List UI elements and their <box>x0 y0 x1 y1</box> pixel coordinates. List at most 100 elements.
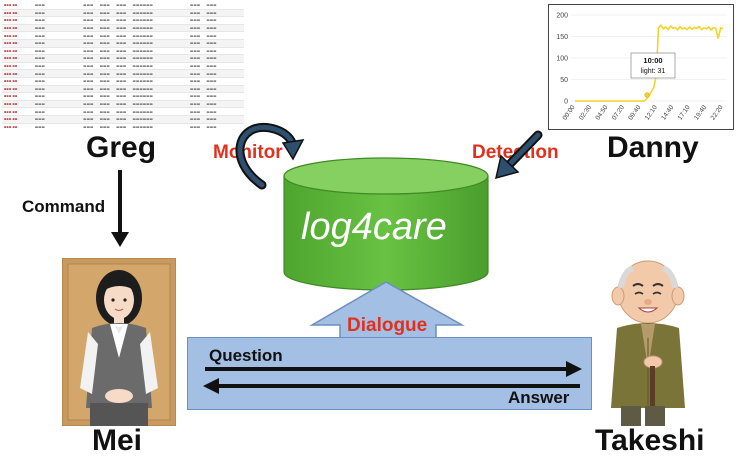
log-cell: ▬▬▬ <box>99 26 110 31</box>
tooltip-value: light: 31 <box>641 68 666 75</box>
log-cell: ▪▪▪ ▪▪ <box>4 86 18 91</box>
log-cell: ▬▬▬ <box>83 3 94 8</box>
log-cell: ▬▬▬▬▬▬ <box>132 64 153 69</box>
log-cell: ▪▪▪ ▪▪ <box>4 124 18 129</box>
log-cell: ▬▬▬ <box>116 102 127 107</box>
log-cell: ▬▬▬▬▬▬ <box>132 117 153 122</box>
log-cell: ▬▬▬▬▬▬ <box>132 109 153 114</box>
log-cell: ▬▬▬ <box>83 41 94 46</box>
log-cell: ▬▬▬ <box>189 33 201 38</box>
log-cell: ▬▬▬ <box>34 3 45 8</box>
log-row: ▪▪▪ ▪▪▬▬▬▬▬▬▬▬▬▬▬▬▬▬▬▬▬▬▬▬▬▬▬▬ <box>2 70 244 78</box>
log-cell: ▬▬▬ <box>189 18 201 23</box>
log-cell: ▬▬▬ <box>34 56 45 61</box>
log-cell: ▬▬▬ <box>116 41 127 46</box>
command-arrow <box>111 170 129 247</box>
mei-avatar <box>62 258 176 426</box>
log-cell: ▬▬▬ <box>83 86 94 91</box>
log-cell: ▬▬▬ <box>206 71 217 76</box>
log-cell: ▬▬▬▬▬▬ <box>132 79 153 84</box>
log-cell: ▬▬▬ <box>206 18 217 23</box>
log-cell: ▬▬▬ <box>206 79 217 84</box>
log-row: ▪▪▪ ▪▪▬▬▬▬▬▬▬▬▬▬▬▬▬▬▬▬▬▬▬▬▬▬▬▬ <box>2 124 244 131</box>
log-cell: ▪▪▪ ▪▪ <box>4 109 18 114</box>
log-cell: ▬▬▬ <box>116 56 127 61</box>
log-cell: ▬▬▬ <box>99 3 110 8</box>
log-cell: ▬▬▬ <box>206 94 217 99</box>
chart-tooltip: 10:00 light: 31 <box>630 52 676 98</box>
log-cell: ▪▪▪ ▪▪ <box>4 117 18 122</box>
log-cell: ▬▬▬ <box>206 56 217 61</box>
log-row: ▪▪▪ ▪▪▬▬▬▬▬▬▬▬▬▬▬▬▬▬▬▬▬▬▬▬▬▬▬▬ <box>2 24 244 33</box>
log-cell: ▪▪▪ ▪▪ <box>4 102 18 107</box>
log-cell: ▪▪▪ ▪▪ <box>4 64 18 69</box>
dialogue-label: Dialogue <box>347 315 428 336</box>
log-row: ▪▪▪ ▪▪▬▬▬▬▬▬▬▬▬▬▬▬▬▬▬▬▬▬▬▬▬▬▬▬ <box>2 9 244 18</box>
log-cell: ▬▬▬ <box>99 56 110 61</box>
log-cell: ▬▬▬▬▬▬ <box>132 71 153 76</box>
log-cell: ▬▬▬ <box>34 79 45 84</box>
log-cell: ▬▬▬ <box>189 41 201 46</box>
log-cell: ▬▬▬ <box>206 26 217 31</box>
log-cell: ▬▬▬ <box>99 124 110 129</box>
log-cell: ▬▬▬ <box>83 109 94 114</box>
log-cell: ▪▪▪ ▪▪ <box>4 71 18 76</box>
log-cell: ▬▬▬ <box>83 10 94 15</box>
log4care-label: log4care <box>301 206 447 248</box>
log-cell: ▬▬▬ <box>206 102 217 107</box>
log-row: ▪▪▪ ▪▪▬▬▬▬▬▬▬▬▬▬▬▬▬▬▬▬▬▬▬▬▬▬▬▬ <box>2 39 244 48</box>
log-cell: ▪▪▪ ▪▪ <box>4 79 18 84</box>
log-cell: ▬▬▬ <box>116 79 127 84</box>
log-cell: ▬▬▬ <box>189 71 201 76</box>
log-cell: ▬▬▬ <box>116 26 127 31</box>
log-cell: ▬▬▬ <box>99 94 110 99</box>
log-cell: ▬▬▬ <box>83 18 94 23</box>
y-tick-label: 100 <box>556 56 568 63</box>
log-cell: ▬▬▬ <box>116 109 127 114</box>
log-cell: ▬▬▬▬▬▬ <box>132 3 153 8</box>
log4care-database <box>283 157 489 291</box>
tooltip-point <box>644 92 650 98</box>
log-cell: ▬▬▬ <box>83 94 94 99</box>
log-cell: ▬▬▬▬▬▬ <box>132 124 153 129</box>
log-cell: ▬▬▬ <box>34 26 45 31</box>
danny-label: Danny <box>607 131 699 164</box>
log-cell: ▬▬▬ <box>99 41 110 46</box>
mei-label: Mei <box>92 424 143 457</box>
log-table: ▪▪▪ ▪▪▬▬▬▬▬▬▬▬▬▬▬▬▬▬▬▬▬▬▬▬▬▬▬▬▪▪▪ ▪▪▬▬▬▬… <box>2 2 244 130</box>
log-cell: ▬▬▬ <box>116 3 127 8</box>
log-cell: ▬▬▬ <box>99 10 110 15</box>
log-cell: ▬▬▬ <box>206 117 217 122</box>
log-cell: ▬▬▬ <box>206 64 217 69</box>
log-cell: ▬▬▬ <box>189 48 201 53</box>
log-cell: ▬▬▬▬▬▬ <box>132 41 153 46</box>
log-cell: ▬▬▬ <box>34 48 45 53</box>
log-row: ▪▪▪ ▪▪▬▬▬▬▬▬▬▬▬▬▬▬▬▬▬▬▬▬▬▬▬▬▬▬ <box>2 93 244 101</box>
log-cell: ▬▬▬ <box>189 56 201 61</box>
log-cell: ▬▬▬ <box>83 79 94 84</box>
log-cell: ▬▬▬ <box>83 71 94 76</box>
log-cell: ▪▪▪ ▪▪ <box>4 41 18 46</box>
log-cell: ▬▬▬ <box>99 48 110 53</box>
log-cell: ▬▬▬ <box>99 33 110 38</box>
answer-label: Answer <box>508 388 570 407</box>
log-cell: ▬▬▬ <box>99 86 110 91</box>
takeshi-label: Takeshi <box>595 424 705 457</box>
log-cell: ▬▬▬▬▬▬ <box>132 33 153 38</box>
log-cell: ▬▬▬ <box>83 117 94 122</box>
log-cell: ▬▬▬ <box>189 79 201 84</box>
log-row: ▪▪▪ ▪▪▬▬▬▬▬▬▬▬▬▬▬▬▬▬▬▬▬▬▬▬▬▬▬▬ <box>2 78 244 86</box>
log-cell: ▬▬▬ <box>34 18 45 23</box>
log-cell: ▬▬▬ <box>99 117 110 122</box>
log-cell: ▬▬▬ <box>189 10 201 15</box>
log-cell: ▪▪▪ ▪▪ <box>4 26 18 31</box>
log-row: ▪▪▪ ▪▪▬▬▬▬▬▬▬▬▬▬▬▬▬▬▬▬▬▬▬▬▬▬▬▬ <box>2 32 244 40</box>
log-cell: ▬▬▬▬▬▬ <box>132 102 153 107</box>
log-cell: ▪▪▪ ▪▪ <box>4 33 18 38</box>
log-cell: ▬▬▬▬▬▬ <box>132 26 153 31</box>
log-row: ▪▪▪ ▪▪▬▬▬▬▬▬▬▬▬▬▬▬▬▬▬▬▬▬▬▬▬▬▬▬ <box>2 108 244 116</box>
log-cell: ▬▬▬ <box>116 33 127 38</box>
